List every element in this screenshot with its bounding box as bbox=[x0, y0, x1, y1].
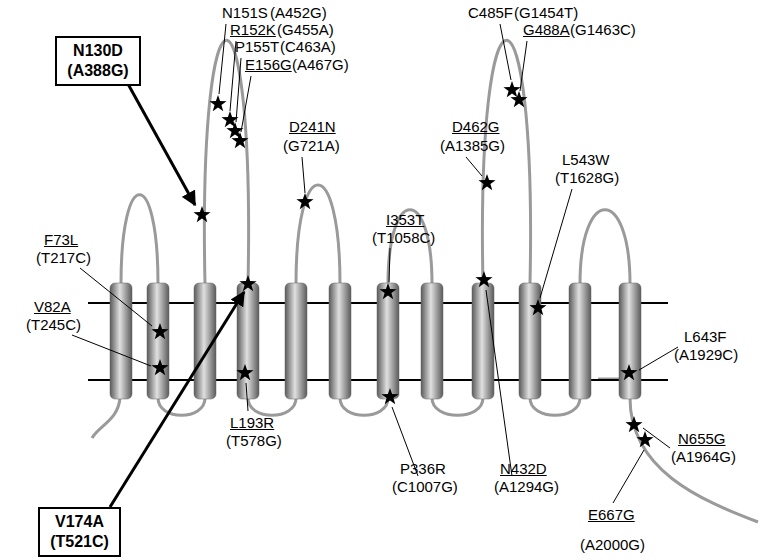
codon-change: (A1964G) bbox=[671, 448, 736, 465]
codon-change: (A1929C) bbox=[674, 346, 738, 363]
mutation-name: V174A bbox=[50, 512, 109, 532]
mutation-name: I353T bbox=[386, 211, 424, 228]
mutation-name: E667G bbox=[588, 506, 635, 523]
mutation-name: D241N bbox=[289, 118, 336, 135]
codon-change: (T578G) bbox=[226, 432, 282, 449]
loops bbox=[92, 40, 758, 522]
mutation-name: C485F bbox=[468, 4, 513, 21]
codon-change: (C463A) bbox=[280, 38, 336, 55]
mutation-stars bbox=[151, 81, 653, 447]
mutation-name: R152K bbox=[230, 21, 276, 38]
codon-change: (A467G) bbox=[292, 56, 349, 73]
codon-change: (T1628G) bbox=[555, 169, 619, 186]
codon-change: (A388G) bbox=[67, 61, 129, 81]
mutation-name: P155T bbox=[235, 38, 279, 55]
callout-box: V174A(T521C) bbox=[38, 507, 121, 557]
codon-change: (A2000G) bbox=[580, 536, 645, 553]
callout-arrows bbox=[110, 84, 244, 507]
mutation-name: E156G bbox=[245, 56, 292, 73]
codon-change: (G1454T) bbox=[514, 4, 578, 21]
codon-change: (A1385G) bbox=[440, 137, 505, 154]
mutation-name: G488A bbox=[523, 21, 570, 38]
callout-box: N130D(A388G) bbox=[55, 36, 141, 86]
codon-change: (T245C) bbox=[26, 316, 81, 333]
mutation-name: N130D bbox=[67, 41, 129, 61]
mutation-name: D462G bbox=[452, 118, 500, 135]
codon-change: (T521C) bbox=[50, 532, 109, 552]
leader-lines bbox=[72, 24, 678, 503]
codon-change: (G1463C) bbox=[570, 21, 636, 38]
codon-change: (G455A) bbox=[277, 21, 334, 38]
codon-change: (T1058C) bbox=[372, 229, 435, 246]
codon-change: (A1294G) bbox=[494, 478, 559, 495]
mutation-name: N151S bbox=[222, 4, 268, 21]
mutation-name: N432D bbox=[500, 460, 547, 477]
mutation-name: N655G bbox=[678, 430, 726, 447]
codon-change: (T217C) bbox=[36, 249, 91, 266]
codon-change: (G721A) bbox=[283, 137, 340, 154]
mutation-name: F73L bbox=[44, 231, 78, 248]
mutation-name: V82A bbox=[34, 298, 71, 315]
mutation-name: L643F bbox=[684, 328, 727, 345]
mutation-name: L543W bbox=[562, 151, 610, 168]
mutation-name: L193R bbox=[230, 414, 274, 431]
codon-change: (A452G) bbox=[270, 4, 327, 21]
mutation-name: P336R bbox=[400, 460, 446, 477]
codon-change: (C1007G) bbox=[392, 478, 458, 495]
